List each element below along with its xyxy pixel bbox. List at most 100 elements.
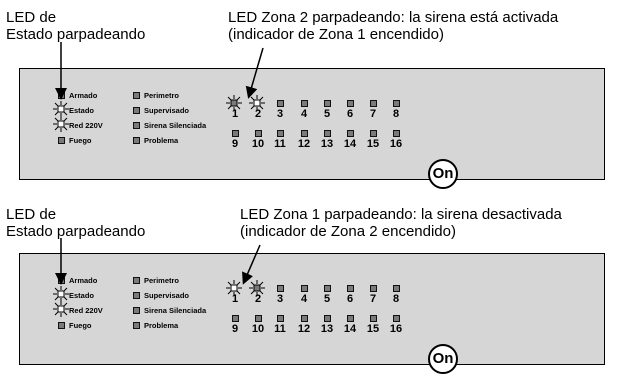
led-label: Red 220V (69, 306, 103, 315)
led-indicator (323, 315, 331, 322)
zone-number: 5 (323, 293, 331, 305)
led-indicator (369, 130, 377, 137)
led-label: Estado (69, 291, 95, 300)
zone-led-16: 16 (386, 315, 406, 335)
led-indicator (346, 100, 354, 107)
zone-number: 2 (254, 108, 262, 120)
zone-number: 6 (346, 293, 354, 305)
led-indicator (231, 130, 239, 137)
led-indicator (323, 285, 331, 292)
led-red-220v: Red 220V (58, 306, 103, 315)
zone-number: 10 (251, 138, 265, 150)
led-indicator (346, 285, 354, 292)
led-indicator (276, 130, 284, 137)
zone-led-4: 4 (294, 100, 314, 120)
zone-led-8: 8 (386, 285, 406, 305)
zone-led-5: 5 (317, 100, 337, 120)
zone-number: 6 (346, 108, 354, 120)
zone-number: 12 (297, 138, 311, 150)
zone-led-10: 10 (248, 130, 268, 150)
led-label: Supervisado (144, 106, 190, 115)
led-perimetro: Perimetro (133, 276, 179, 285)
led-red-220v: Red 220V (58, 121, 103, 130)
zone-led-2: 2 (248, 100, 268, 120)
led-indicator (133, 122, 140, 129)
callout-arrow (245, 47, 264, 99)
zone-led-12: 12 (294, 130, 314, 150)
zone-number: 13 (320, 138, 334, 150)
callout-line: (indicador de Zona 2 encendido) (240, 223, 456, 240)
led-label: Perimetro (144, 276, 180, 285)
led-problema: Problema (133, 321, 178, 330)
flashing-led-estado (52, 100, 70, 118)
led-indicator (133, 277, 140, 284)
led-indicator (369, 100, 377, 107)
callout-line: LED Zona 1 parpadeando: la sirena desact… (240, 206, 562, 223)
zone-led-2: 2 (248, 285, 268, 305)
zone-number: 14 (343, 323, 357, 335)
zone-number: 1 (231, 108, 239, 120)
led-indicator (133, 322, 140, 329)
zone-led-13: 13 (317, 130, 337, 150)
led-supervisado: Supervisado (133, 291, 189, 300)
zone-number: 15 (366, 138, 380, 150)
zone-number: 9 (231, 323, 239, 335)
ac-on-indicator: On (428, 344, 458, 374)
zone-led-11: 11 (270, 315, 290, 335)
led-indicator (300, 100, 308, 107)
led-label: Fuego (69, 136, 92, 145)
led-indicator (133, 137, 140, 144)
flashing-led-zone-2 (248, 279, 266, 297)
led-indicator (346, 130, 354, 137)
flashing-led-estado (52, 285, 70, 303)
led-estado: Estado (58, 106, 94, 115)
zone-number: 11 (274, 323, 286, 335)
led-label: Fuego (69, 321, 92, 330)
status-led-callout: LED de Estado parpadeando (6, 206, 145, 240)
zone-number: 5 (323, 108, 331, 120)
led-indicator (276, 315, 284, 322)
zone-led-9: 9 (225, 315, 245, 335)
zone-number: 16 (389, 138, 403, 150)
zone-number: 3 (276, 108, 284, 120)
led-indicator (133, 92, 140, 99)
callout-line: Estado parpadeando (6, 223, 146, 240)
callout-line: LED de (6, 9, 57, 26)
led-indicator (300, 130, 308, 137)
zone-led-3: 3 (270, 285, 290, 305)
flashing-led-zone-1 (225, 279, 243, 297)
led-label: Armado (69, 91, 98, 100)
zone-number: 16 (389, 323, 403, 335)
callout-line: Estado parpadeando (6, 26, 146, 43)
led-fuego: Fuego (58, 321, 92, 330)
zone-led-14: 14 (340, 315, 360, 335)
zone-led-12: 12 (294, 315, 314, 335)
zone-number: 8 (392, 108, 400, 120)
zone-led-7: 7 (363, 285, 383, 305)
zone-number: 14 (343, 138, 357, 150)
led-label: Sirena Silenciada (144, 306, 207, 315)
zone-led-9: 9 (225, 130, 245, 150)
zone-led-6: 6 (340, 100, 360, 120)
zone-led-8: 8 (386, 100, 406, 120)
zone-led-3: 3 (270, 100, 290, 120)
led-sirena-silenciada: Sirena Silenciada (133, 306, 206, 315)
flashing-led-red220v (52, 300, 70, 318)
zone-led-11: 11 (270, 130, 290, 150)
led-label: Supervisado (144, 291, 190, 300)
led-label: Red 220V (69, 121, 103, 130)
ac-on-indicator: On (428, 159, 458, 189)
callout-line: LED Zona 2 parpadeando: la sirena está a… (228, 9, 559, 26)
led-estado: Estado (58, 291, 94, 300)
led-label: Sirena Silenciada (144, 121, 207, 130)
zone-led-4: 4 (294, 285, 314, 305)
led-label: Problema (144, 321, 179, 330)
led-indicator (133, 107, 140, 114)
zone-led-7: 7 (363, 100, 383, 120)
zone-number: 3 (276, 293, 284, 305)
zone-led-callout: LED Zona 1 parpadeando: la sirena desact… (240, 206, 562, 240)
led-indicator (300, 315, 308, 322)
led-indicator (392, 130, 400, 137)
keypad-panel: Armado Estado Red 220V Fuego Perimetro S… (19, 68, 605, 189)
